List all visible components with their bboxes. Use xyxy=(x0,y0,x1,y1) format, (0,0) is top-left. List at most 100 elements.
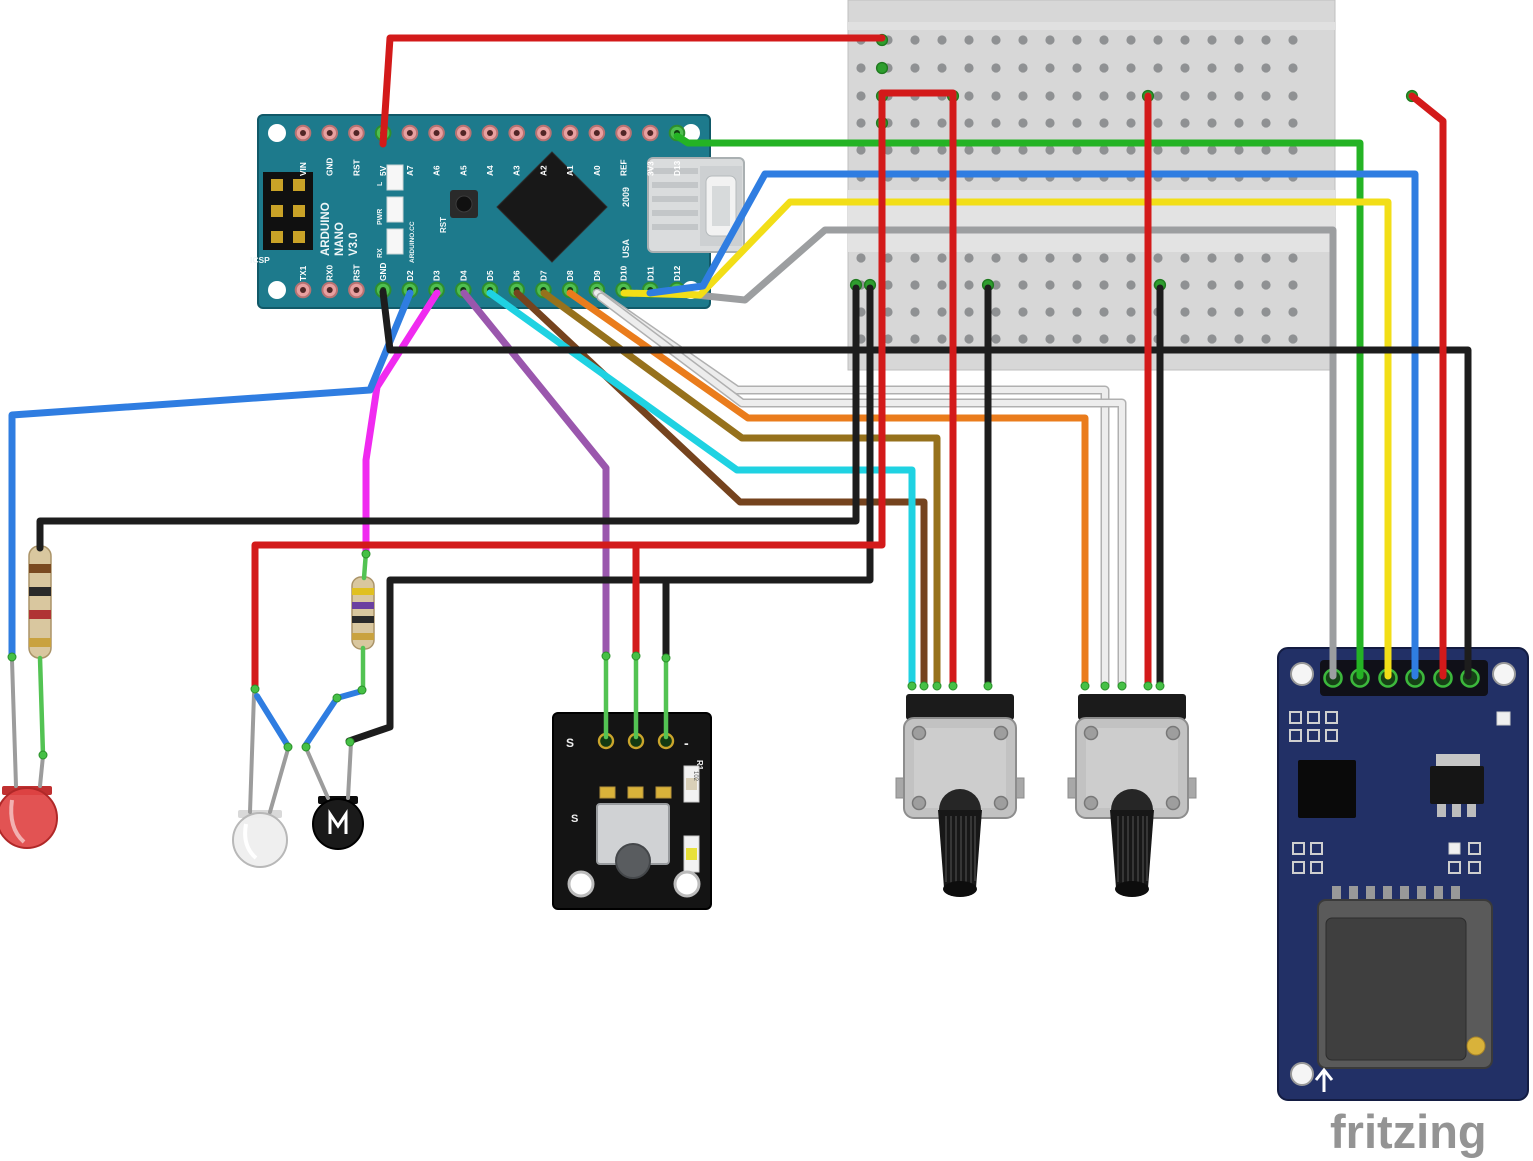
sd-contact xyxy=(1434,886,1443,904)
smd-pad xyxy=(1468,842,1481,855)
breadboard-hole xyxy=(1153,63,1163,73)
breadboard-hole xyxy=(991,253,1001,263)
arduino-pin-A6-center xyxy=(433,130,440,136)
breadboard-hole xyxy=(1153,118,1163,128)
arduino-pin-TX1-center xyxy=(300,287,306,293)
sd-contact xyxy=(1332,886,1341,904)
breadboard-hole xyxy=(1126,253,1136,263)
wire-red-sd xyxy=(1408,92,1447,680)
breadboard-hole xyxy=(910,280,920,290)
breadboard-hole xyxy=(883,334,893,344)
breadboard-hole xyxy=(1288,334,1298,344)
arduino-pin-label-GND: GND xyxy=(325,158,335,176)
breadboard-hole xyxy=(937,145,947,155)
usb-ridge xyxy=(652,168,698,174)
breadboard-hole xyxy=(964,118,974,128)
wire-brown-encoder1 xyxy=(513,289,928,690)
wire-joint xyxy=(932,681,942,691)
icsp-pad xyxy=(271,231,283,243)
resistor-band xyxy=(352,602,374,609)
wire-tan-encoder1 xyxy=(540,289,941,690)
breadboard-hole xyxy=(937,35,947,45)
usa-label: USA xyxy=(621,238,631,258)
breadboard-hole xyxy=(1234,35,1244,45)
breadboard-hole xyxy=(1153,35,1163,45)
breadboard-hole xyxy=(937,63,947,73)
arduino-pin-label-D5: D5 xyxy=(485,270,495,281)
ir-pad xyxy=(599,786,616,799)
breadboard-hole xyxy=(1045,91,1055,101)
breadboard-hole xyxy=(1045,63,1055,73)
resistor-band xyxy=(352,616,374,623)
wire-joint xyxy=(332,693,342,703)
icsp-pad xyxy=(271,179,283,191)
breadboard-hole xyxy=(937,307,947,317)
arduino-pin-A2-center xyxy=(540,130,547,136)
wire-joint xyxy=(1143,681,1153,691)
breadboard-hole xyxy=(937,334,947,344)
arduino-pin-label-D6: D6 xyxy=(512,270,522,281)
reset-label: RST xyxy=(439,217,448,233)
wire-cyan-encoder1 xyxy=(486,289,916,690)
breadboard-hole xyxy=(883,307,893,317)
wire-joint xyxy=(1100,681,1110,691)
breadboard-hole xyxy=(910,307,920,317)
breadboard-hole xyxy=(1207,307,1217,317)
breadboard-hole xyxy=(1045,118,1055,128)
breadboard-hole xyxy=(964,35,974,45)
arduino-pin-A0-center xyxy=(593,130,600,136)
wire-joint xyxy=(1117,681,1127,691)
breadboard-hole xyxy=(856,91,866,101)
breadboard-hole xyxy=(1261,118,1271,128)
red-led xyxy=(0,786,58,849)
usb-ridge xyxy=(652,182,698,188)
led-pwr xyxy=(386,196,404,223)
smd-pad xyxy=(1468,861,1481,874)
smd-pad xyxy=(1289,729,1302,742)
arduino-pin-label-D12: D12 xyxy=(672,265,682,281)
arduino-pin-label-D8: D8 xyxy=(565,270,575,281)
wire-red-5v xyxy=(379,34,886,148)
arduino-pin-label-RST: RST xyxy=(351,264,361,281)
ir-r1-label: R1 xyxy=(695,760,704,771)
breadboard-hole xyxy=(1180,334,1190,344)
sd-contact xyxy=(1400,886,1409,904)
potentiometer-1 xyxy=(895,693,1025,898)
ir-smd-led-chip xyxy=(686,848,697,860)
arduino-pin-GND-center xyxy=(326,130,333,136)
sd-socket xyxy=(1317,886,1493,1069)
resistor-band xyxy=(29,587,51,596)
breadboard-hole xyxy=(1072,91,1082,101)
arduino-pin-label-VIN: VIN xyxy=(298,162,308,176)
arduino-pin-label-3V3: 3V3 xyxy=(645,161,655,176)
breadboard-hole xyxy=(964,63,974,73)
breadboard-hole xyxy=(1126,334,1136,344)
smd-pad xyxy=(1448,842,1461,855)
wire-joint xyxy=(1080,681,1090,691)
wire-red-rail xyxy=(878,89,957,690)
ir-label-s2: S xyxy=(571,813,578,825)
breadboard-hole xyxy=(1045,35,1055,45)
breadboard-hole xyxy=(1072,307,1082,317)
breadboard-hole xyxy=(964,91,974,101)
arduino-title-1: ARDUINO xyxy=(320,202,332,256)
orientation-arrow-icon xyxy=(1314,1067,1334,1092)
breadboard-hole xyxy=(1180,63,1190,73)
breadboard-hole xyxy=(883,253,893,263)
arduino-pin-A4-center xyxy=(486,130,493,136)
breadboard-hole xyxy=(1234,91,1244,101)
arduino-pin-RST-center xyxy=(353,130,360,136)
breadboard-hole xyxy=(910,334,920,344)
breadboard-hole xyxy=(1207,35,1217,45)
arduino-pin-A3-center xyxy=(513,130,520,136)
breadboard-hole xyxy=(1072,35,1082,45)
arduino-pin-RX0-center xyxy=(326,287,333,293)
breadboard-hole xyxy=(856,145,866,155)
resistor-band xyxy=(29,610,51,619)
sd-chip xyxy=(1298,760,1356,818)
wire-joint xyxy=(601,651,611,661)
breadboard-hole xyxy=(1234,280,1244,290)
wire-black-left xyxy=(36,284,860,552)
breadboard-hole xyxy=(1018,307,1028,317)
arduino-title-3: V3.0 xyxy=(348,232,360,256)
